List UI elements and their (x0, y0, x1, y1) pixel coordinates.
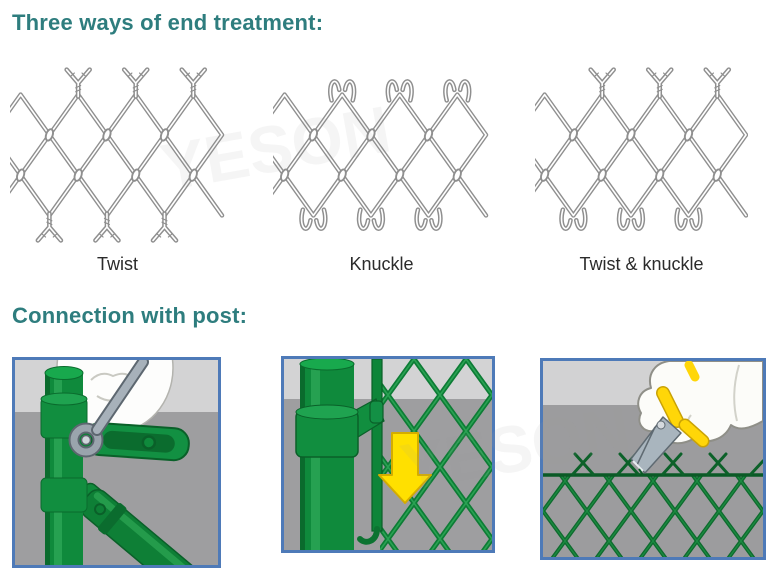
tie-wire-pliers-illustration (540, 358, 766, 560)
twist-selvage-mesh-diagram (10, 62, 225, 250)
twist-knuckle-selvage-mesh-diagram (535, 62, 748, 250)
knuckle-label: Knuckle (349, 254, 414, 274)
twist-knuckle-label: Twist & knuckle (579, 254, 704, 274)
end-treatment-title: Three ways of end treatment: (12, 10, 324, 35)
twist-mesh-icon (10, 62, 225, 250)
brace-band-wrench-illustration (12, 357, 221, 568)
brace-band-wrench-icon (15, 360, 218, 565)
tension-bar-arrow-illustration (281, 356, 495, 553)
twist-label: Twist (96, 254, 138, 274)
knuckle-selvage-mesh-diagram (273, 62, 490, 250)
tie-wire-pliers-icon (543, 361, 763, 557)
twist-knuckle-mesh-icon (535, 62, 748, 250)
connection-title: Connection with post: (12, 303, 248, 328)
knuckle-mesh-icon (273, 62, 490, 250)
tension-bar-arrow-icon (284, 359, 492, 550)
